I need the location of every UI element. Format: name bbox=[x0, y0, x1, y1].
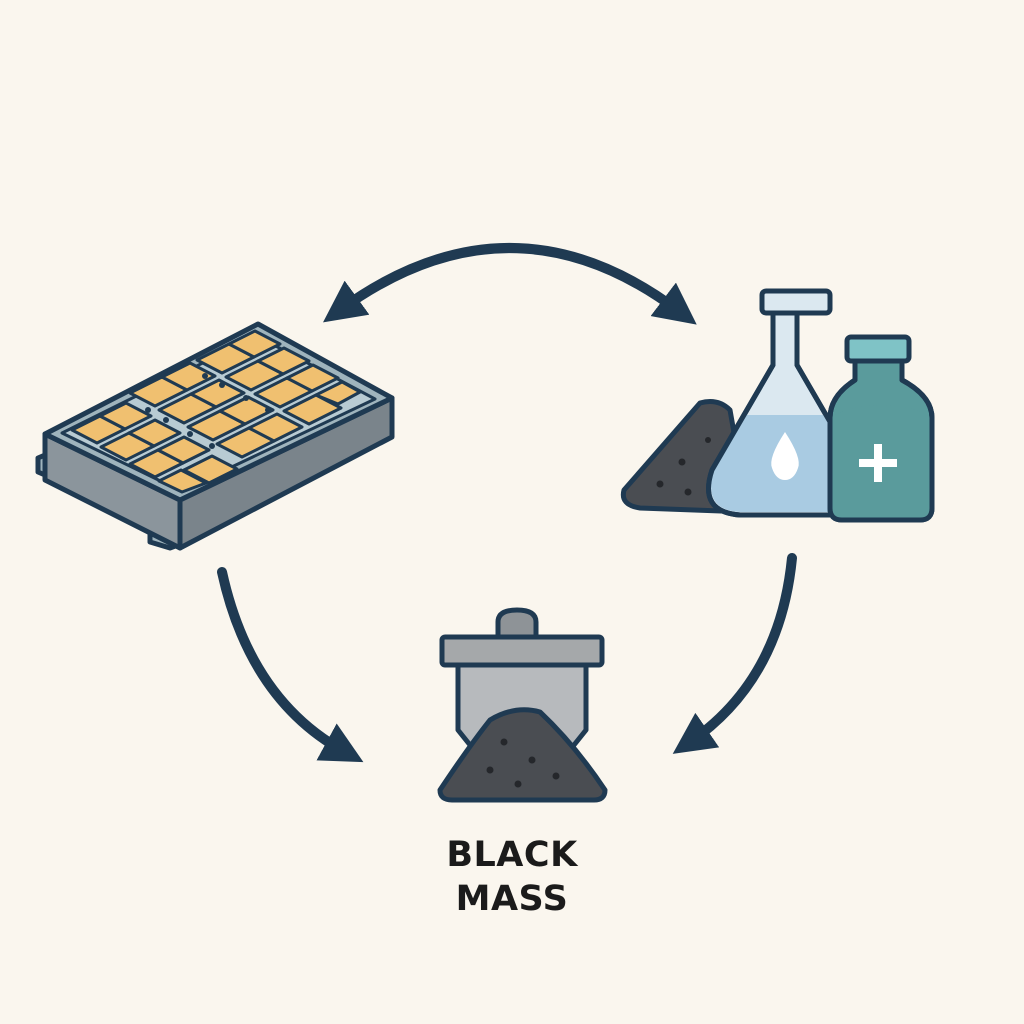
crucible-with-black-mass-icon bbox=[437, 607, 608, 803]
water-drop-icon bbox=[771, 432, 799, 480]
caption-black: BLACK bbox=[446, 835, 578, 875]
battery-pack-icon bbox=[35, 321, 395, 551]
flask-and-bottle-icon bbox=[620, 288, 935, 523]
double-arrow-battery-chemicals bbox=[323, 243, 697, 325]
black-mass-pile bbox=[437, 707, 608, 803]
arrow-battery-to-black-mass bbox=[217, 567, 364, 763]
plus-icon bbox=[859, 444, 897, 482]
arrow-chemicals-to-black-mass bbox=[672, 553, 797, 754]
caption-mass: MASS bbox=[455, 879, 569, 919]
